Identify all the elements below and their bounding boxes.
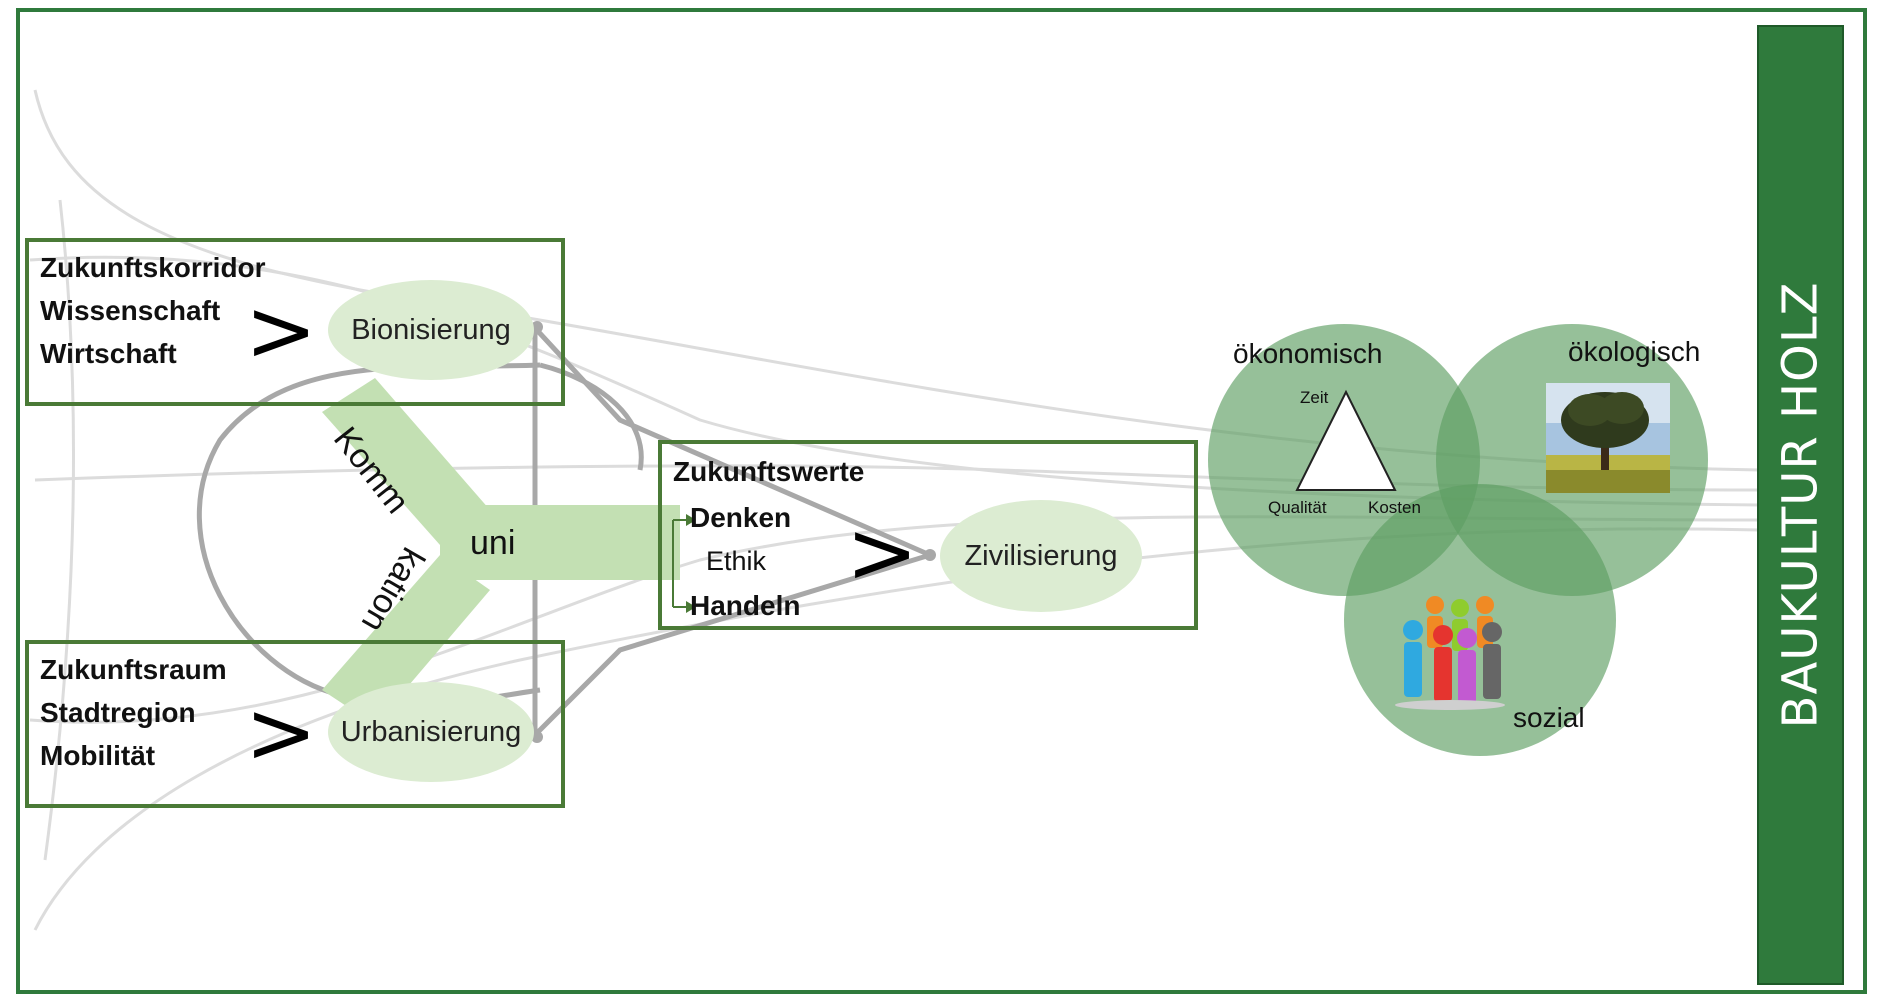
kommunikation-part2: uni xyxy=(470,524,516,562)
oekologisch-label: ökologisch xyxy=(1568,336,1701,367)
zivilisierung-label: Zivilisierung xyxy=(964,539,1118,572)
denken-label: Denken xyxy=(690,502,792,533)
people-group-icon xyxy=(1395,596,1505,710)
zivilisierung-ellipse: Zivilisierung xyxy=(940,500,1142,612)
wirtschaft-label: Wirtschaft xyxy=(40,338,177,369)
oekonomisch-label: ökonomisch xyxy=(1233,338,1383,369)
bionisierung-label: Bionisierung xyxy=(351,313,511,346)
denken-handeln-arrows xyxy=(672,519,686,608)
connector-dot xyxy=(924,549,936,561)
baukultur-holz-sidebar: BAUKULTUR HOLZ xyxy=(1757,25,1844,985)
urbanisierung-ellipse: Urbanisierung xyxy=(328,682,534,782)
arrow-greater-than-middle: > xyxy=(846,503,919,603)
zukunftsraum-box xyxy=(25,640,565,808)
zukunftswerte-label: Zukunftswerte xyxy=(673,456,865,487)
connector-dot xyxy=(531,321,543,333)
zukunftskorridor-box xyxy=(25,238,565,406)
arrow-head xyxy=(686,514,696,526)
triangle-icon xyxy=(1295,389,1397,491)
outer-frame xyxy=(16,8,1867,994)
stadtregion-label: Stadtregion xyxy=(40,697,196,728)
arrow-greater-than-top: > xyxy=(245,281,318,381)
mobilitaet-label: Mobilität xyxy=(40,740,156,771)
connector-dot xyxy=(531,731,543,743)
bionisierung-ellipse: Bionisierung xyxy=(328,280,534,380)
arrow-head xyxy=(686,601,696,613)
tree-image xyxy=(1546,383,1670,493)
kommunikation-shape xyxy=(322,378,680,725)
sozial-label: sozial xyxy=(1513,702,1585,733)
triangle-label-qualitaet: Qualität xyxy=(1268,498,1327,517)
wissenschaft-label: Wissenschaft xyxy=(40,295,221,326)
zukunftsraum-label: Zukunftsraum xyxy=(40,654,227,685)
baukultur-holz-label: BAUKULTUR HOLZ xyxy=(1772,281,1829,729)
ethik-label: Ethik xyxy=(706,546,767,576)
handeln-label: Handeln xyxy=(690,590,801,621)
triangle-label-zeit: Zeit xyxy=(1300,388,1329,407)
zukunftswerte-box xyxy=(658,440,1198,630)
arrow-greater-than-bottom: > xyxy=(245,683,318,783)
triangle-label-kosten: Kosten xyxy=(1368,498,1421,517)
urbanisierung-label: Urbanisierung xyxy=(340,715,522,748)
zukunftskorridor-label: Zukunftskorridor xyxy=(40,252,266,283)
